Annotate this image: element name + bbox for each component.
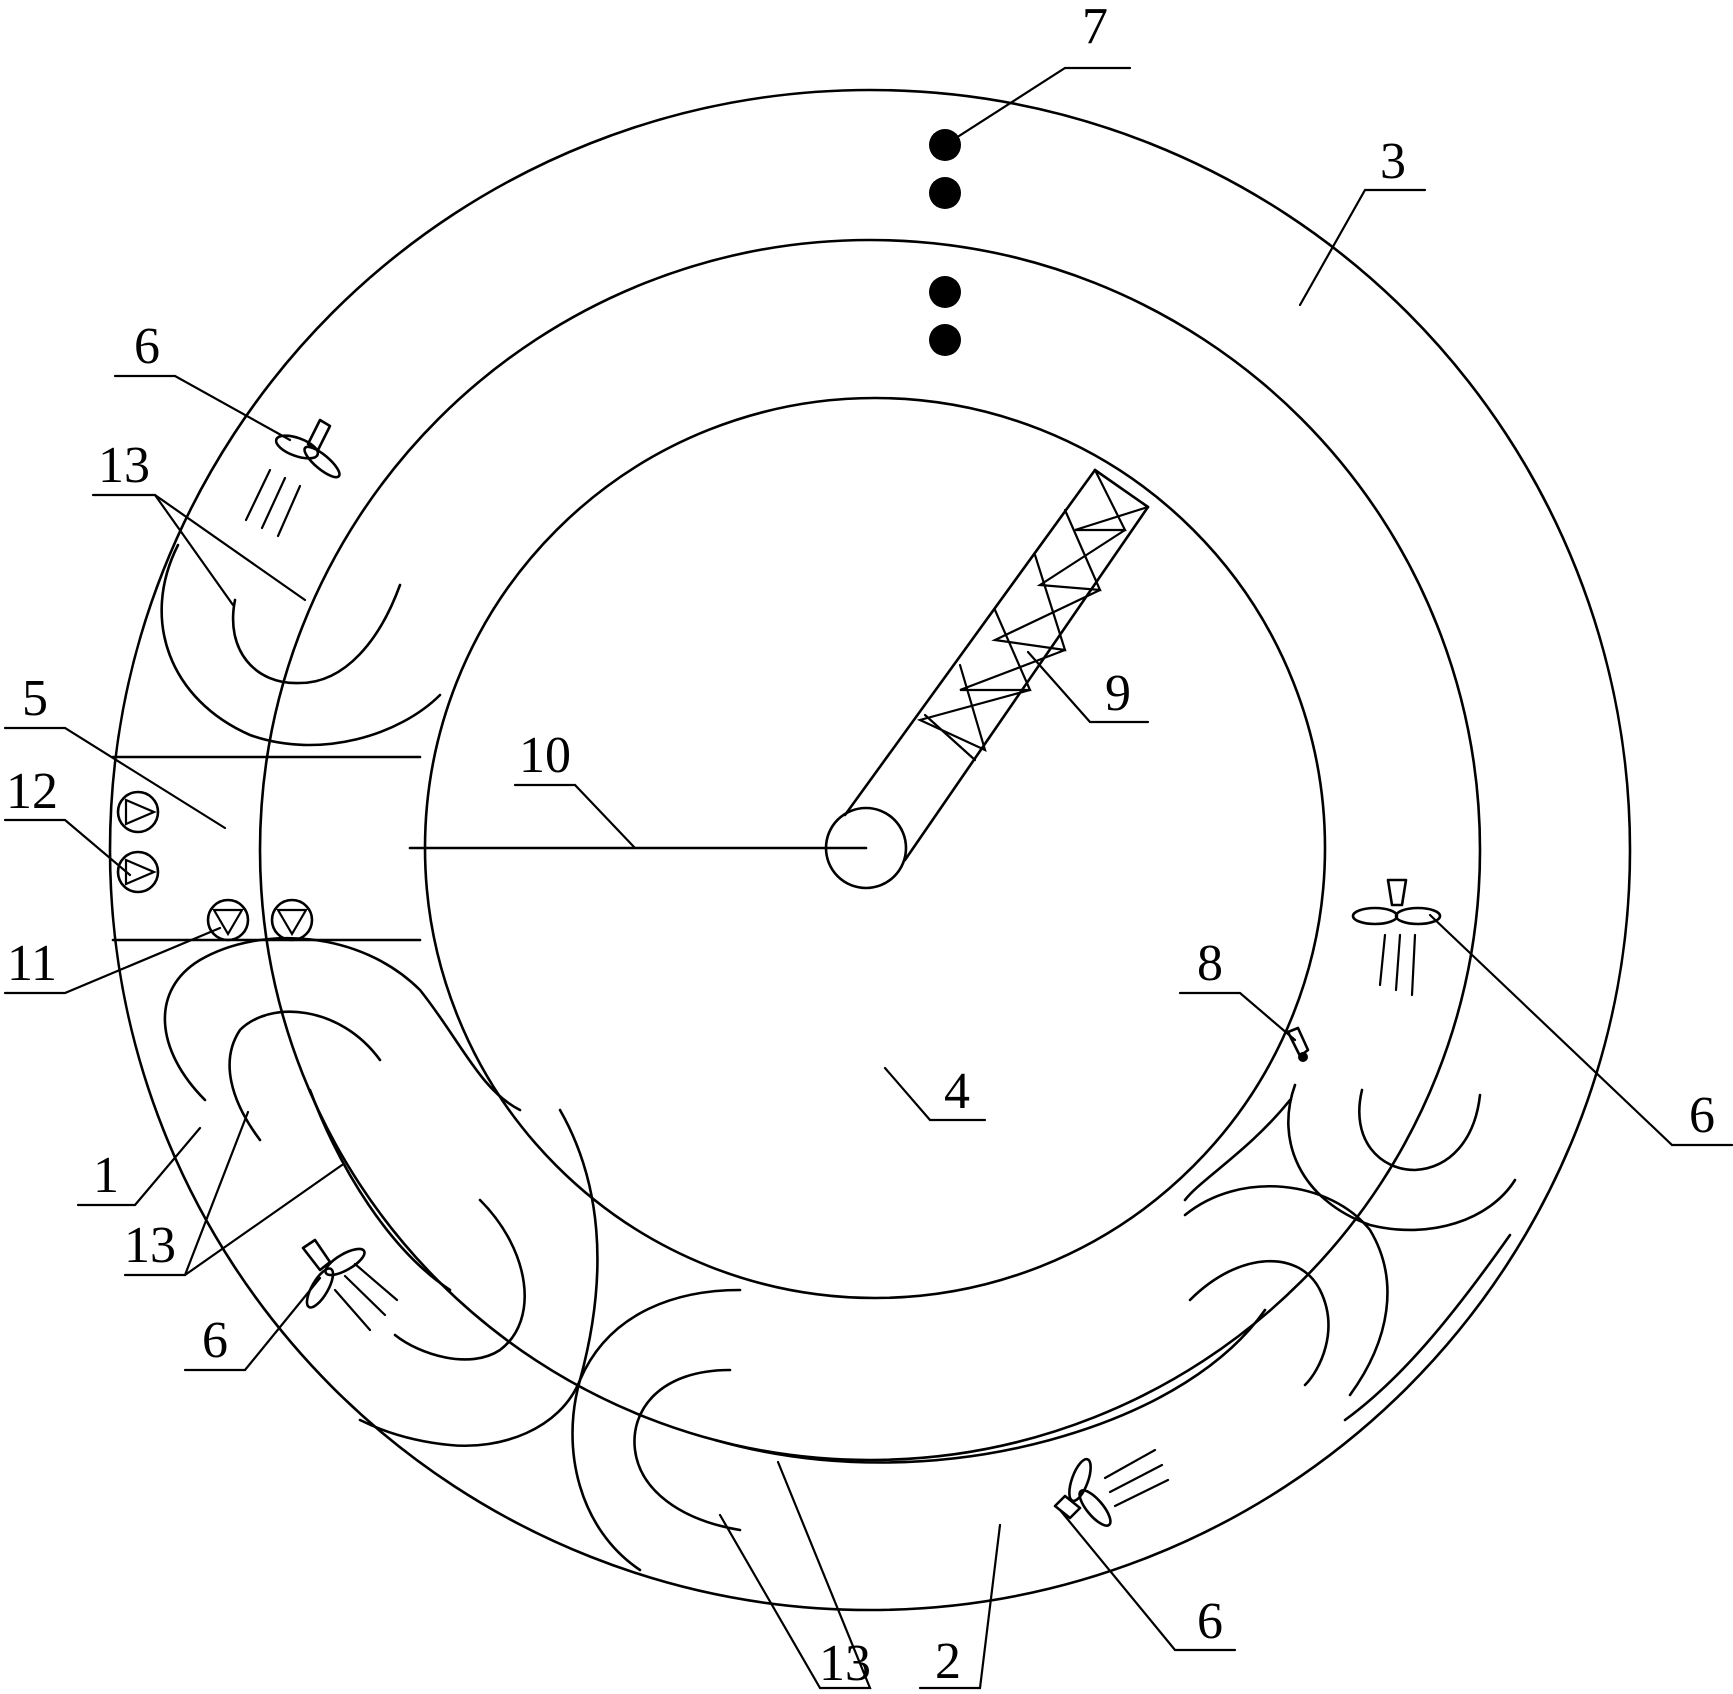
label-13-lower-left: 13 [124, 1217, 176, 1274]
propeller-mixer-icon [1351, 878, 1442, 997]
propeller-mixer-icon [244, 418, 341, 538]
screw-conveyor-edge-left [843, 468, 1097, 817]
propeller-mixer-icon [301, 1238, 399, 1332]
leader-lines [3, 66, 1733, 1690]
upper-left-bend-outer [160, 543, 442, 747]
label-6-lower-left: 6 [202, 1312, 228, 1369]
label-4: 4 [944, 1063, 970, 1120]
lower-left-serpentine-c [393, 1198, 526, 1361]
upper-left-bend-inner [231, 583, 402, 685]
label-8: 8 [1197, 935, 1223, 992]
label-3: 3 [1380, 133, 1406, 190]
right-channel-wall [1343, 1233, 1512, 1422]
label-7: 7 [1082, 0, 1108, 55]
pump-icon [116, 850, 160, 894]
label-13-bottom: 13 [819, 1635, 871, 1692]
pump-icon [116, 790, 160, 834]
valve-icon [270, 898, 314, 942]
label-13-upper-left: 13 [98, 437, 150, 494]
label-1: 1 [93, 1147, 119, 1204]
label-5: 5 [22, 670, 48, 727]
right-bend-inner [1358, 1088, 1482, 1172]
label-6-bottom: 6 [1197, 1593, 1223, 1650]
right-channel-bottom-wall [1183, 1098, 1292, 1202]
right-bend-outer [1287, 1083, 1517, 1232]
inner-ring-boundary [258, 238, 1482, 1462]
lower-left-serpentine-d [358, 1108, 599, 1448]
screw-conveyor-flights [916, 468, 1150, 762]
sensor-probe-icon [1286, 1026, 1310, 1058]
propeller-mixer-icon [1053, 1448, 1170, 1527]
lower-left-serpentine-outer [163, 936, 522, 1112]
bottom-serpentine-c [1188, 1259, 1330, 1387]
bottom-serpentine-outer [571, 1288, 742, 1572]
bottom-serpentine-b [713, 1308, 1267, 1464]
label-2: 2 [935, 1633, 961, 1690]
reference-numerals: 7 3 6 13 5 10 9 12 11 8 4 6 1 13 6 6 13 … [6, 0, 1715, 1692]
lower-left-serpentine-b [308, 1088, 452, 1292]
label-6-right: 6 [1689, 1087, 1715, 1144]
bottom-serpentine-d [1183, 1184, 1389, 1397]
label-12: 12 [6, 763, 58, 820]
outer-ring [108, 88, 1632, 1612]
lower-left-serpentine-a [228, 1010, 382, 1142]
aeration-dot [929, 276, 961, 308]
sensor-tip [1298, 1052, 1308, 1062]
label-11: 11 [7, 935, 57, 992]
label-6-upper-left: 6 [134, 318, 160, 375]
label-10: 10 [519, 727, 571, 784]
aeration-dot [929, 324, 961, 356]
screw-conveyor-end [1093, 468, 1150, 509]
bottom-serpentine-a [633, 1368, 742, 1532]
valve-icon [206, 898, 250, 942]
aeration-dot [929, 177, 961, 209]
label-9: 9 [1105, 665, 1131, 722]
